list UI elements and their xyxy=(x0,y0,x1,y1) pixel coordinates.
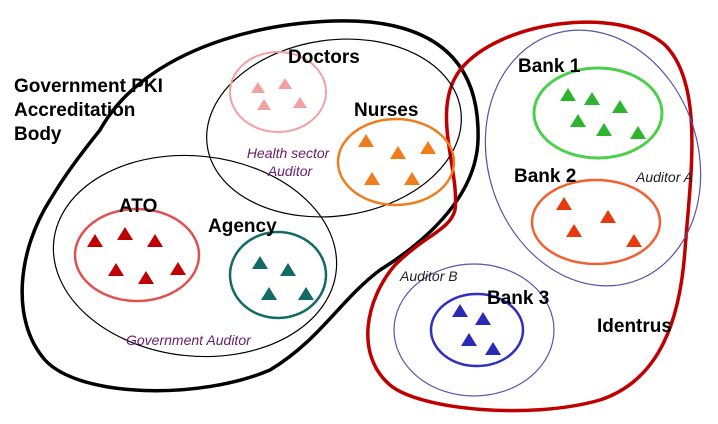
doctors-members xyxy=(251,78,307,110)
auditor-a-label: Auditor A xyxy=(635,169,693,185)
ato-members xyxy=(87,227,186,284)
agency-label: Agency xyxy=(208,216,277,237)
member-triangle xyxy=(293,97,307,108)
member-triangle xyxy=(630,126,646,139)
member-triangle xyxy=(298,287,314,300)
identrus-label: Identrus xyxy=(597,316,672,337)
health-auditor-line-1: Health sector xyxy=(247,145,331,161)
agency-members xyxy=(252,256,314,300)
ato-label: ATO xyxy=(119,196,157,217)
bank1-members xyxy=(560,88,646,139)
bank1-label: Bank 1 xyxy=(518,56,581,77)
nurses-members xyxy=(358,134,436,185)
government-body-label: Government PKI Accreditation Body xyxy=(14,76,168,145)
bank2-label: Bank 2 xyxy=(514,166,576,187)
member-triangle xyxy=(278,78,292,89)
member-triangle xyxy=(584,92,600,105)
member-triangle xyxy=(485,342,501,355)
auditor-b-label: Auditor B xyxy=(399,268,458,284)
bank2-group-ring xyxy=(530,178,662,266)
agency-group-ring xyxy=(228,230,328,320)
member-triangle xyxy=(138,271,154,284)
bank2-members xyxy=(556,197,642,247)
auditor-b-boundary xyxy=(393,263,555,397)
government-body-line-3: Body xyxy=(14,124,62,145)
member-triangle xyxy=(87,234,103,247)
member-triangle xyxy=(612,100,628,113)
member-triangle xyxy=(358,134,374,147)
member-triangle xyxy=(596,123,612,136)
government-auditor-boundary xyxy=(52,154,338,358)
health-auditor-line-2: Auditor xyxy=(267,163,314,179)
member-triangle xyxy=(170,262,186,275)
doctors-group-ring xyxy=(229,51,327,133)
member-triangle xyxy=(261,287,277,300)
member-triangle xyxy=(626,234,642,247)
member-triangle xyxy=(566,224,582,237)
auditor-a-boundary xyxy=(484,29,702,287)
member-triangle xyxy=(390,146,406,159)
bank3-members xyxy=(452,304,501,355)
nurses-group-ring xyxy=(336,117,456,207)
member-triangle xyxy=(108,263,124,276)
member-triangle xyxy=(117,227,133,240)
doctors-label: Doctors xyxy=(288,47,360,68)
government-body-line-2: Accreditation xyxy=(14,100,135,121)
member-triangle xyxy=(147,234,163,247)
member-triangle xyxy=(404,172,420,185)
bank3-group-ring xyxy=(429,292,525,368)
member-triangle xyxy=(570,114,586,127)
member-triangle xyxy=(420,141,436,154)
government-auditor-label: Government Auditor xyxy=(126,332,252,348)
member-triangle xyxy=(280,263,296,276)
member-triangle xyxy=(556,197,572,210)
health-sector-auditor-label: Health sector Auditor xyxy=(247,145,333,179)
bank3-label: Bank 3 xyxy=(487,288,549,309)
identrus-boundary xyxy=(366,20,694,413)
member-triangle xyxy=(461,333,477,346)
nurses-label: Nurses xyxy=(354,100,418,121)
member-triangle xyxy=(560,88,576,101)
bank1-group-ring xyxy=(532,66,664,160)
government-body-line-1: Government PKI xyxy=(14,76,163,97)
member-triangle xyxy=(364,172,380,185)
ato-group-ring xyxy=(73,207,201,303)
member-triangle xyxy=(257,99,271,110)
government-body-boundary xyxy=(20,19,480,393)
member-triangle xyxy=(475,312,491,325)
member-triangle xyxy=(251,82,265,93)
member-triangle xyxy=(452,304,468,317)
member-triangle xyxy=(252,256,268,269)
health-sector-auditor-boundary xyxy=(206,38,462,218)
member-triangle xyxy=(600,210,616,223)
